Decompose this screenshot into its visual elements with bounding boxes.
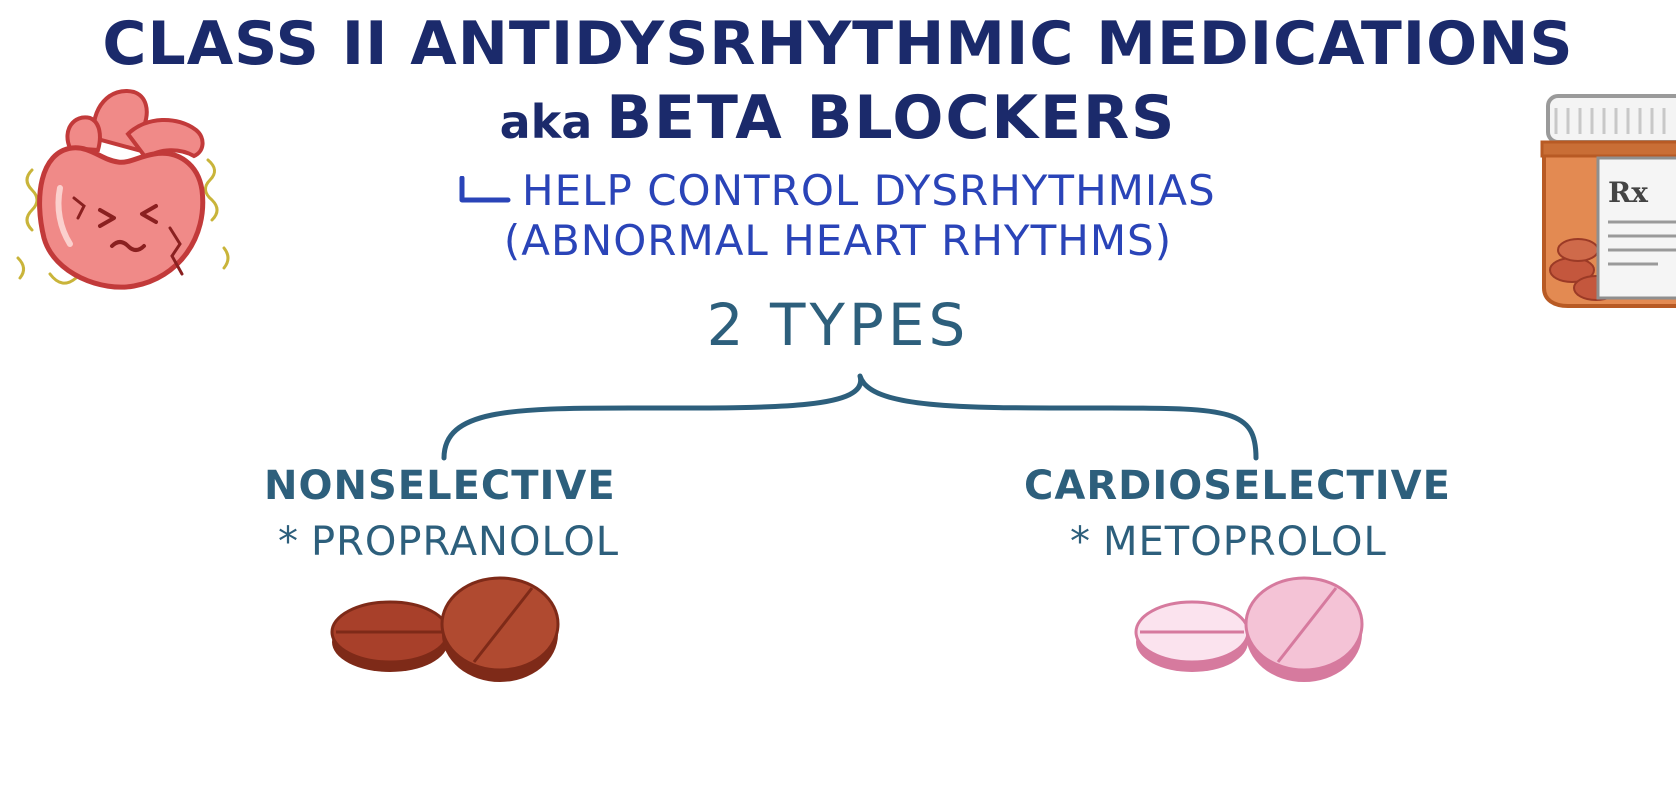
purpose-text: HELP CONTROL DYSRHYTHMIAS xyxy=(522,166,1216,215)
bullet-star: * xyxy=(278,519,299,565)
brown-pills-icon xyxy=(330,576,560,682)
heart-icon xyxy=(16,89,230,290)
cardioselective-label: CARDIOSELECTIVE xyxy=(1024,463,1451,509)
pill-bottle-icon: Rx xyxy=(1540,94,1676,308)
beta-blockers-label: BETA BLOCKERS xyxy=(606,83,1177,153)
page-title: CLASS II ANTIDYSRHYTHMIC MEDICATIONS xyxy=(102,9,1574,79)
drug-name: PROPRANOLOL xyxy=(311,519,620,565)
bullet-star: * xyxy=(1070,519,1091,565)
nonselective-label: NONSELECTIVE xyxy=(264,463,616,509)
corner-connector xyxy=(459,176,511,203)
curly-brace xyxy=(441,373,1259,461)
propranolol-label: * PROPRANOLOL xyxy=(278,522,619,562)
drug-name: METOPROLOL xyxy=(1103,519,1387,565)
rx-label: Rx xyxy=(1608,176,1648,209)
aka-label: aka xyxy=(499,95,593,149)
metoprolol-label: * METOPROLOL xyxy=(1070,522,1387,562)
purpose-explanation: (ABNORMAL HEART RHYTHMS) xyxy=(503,216,1173,265)
pink-pills-icon xyxy=(1134,576,1364,682)
types-label: 2 TYPES xyxy=(706,291,970,359)
